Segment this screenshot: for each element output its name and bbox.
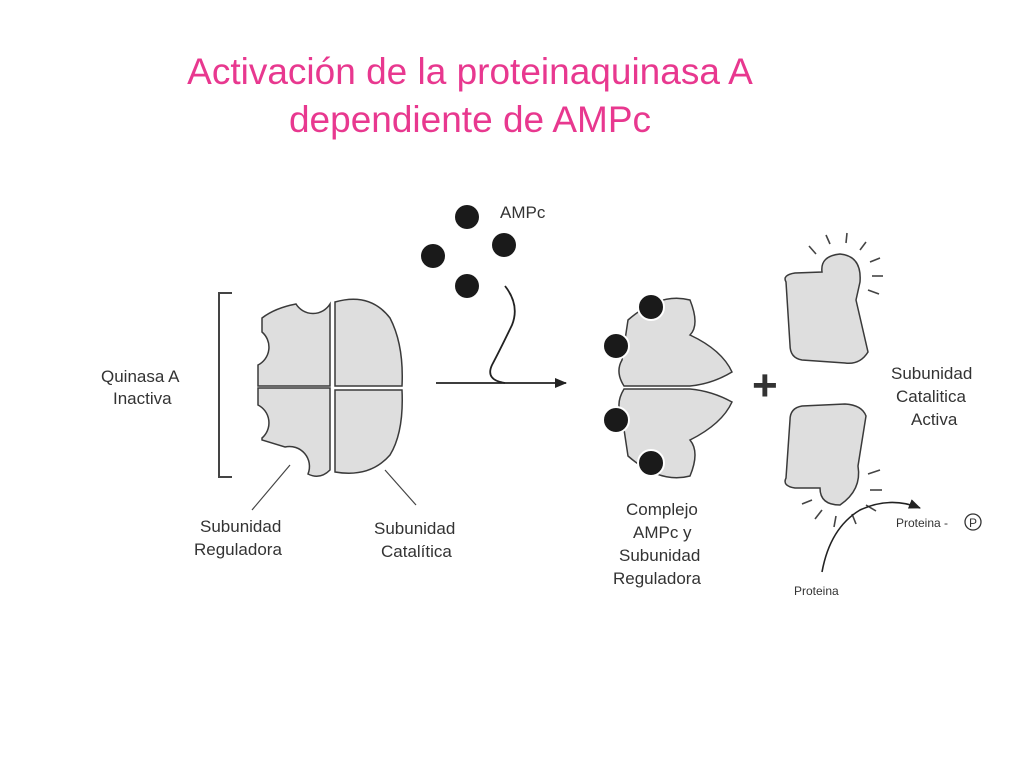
active-label-line-1: Subunidad [891, 364, 972, 383]
active-catalytic-subunit-top [784, 253, 869, 365]
catalytic-subunit-top [334, 298, 403, 387]
bound-camp-molecule [602, 406, 630, 434]
bound-camp-molecule [637, 449, 665, 477]
regulatory-label-line-2: Reguladora [194, 540, 282, 559]
catalytic-label-line-2: Catalítica [381, 542, 452, 561]
bound-camp-molecule [602, 332, 630, 360]
complex-regulatory-subunit-top [618, 297, 733, 387]
active-catalytic-subunits [784, 253, 869, 506]
complex-label-line-4: Reguladora [613, 569, 701, 588]
phosphate-symbol: P [969, 516, 977, 530]
regulatory-leader-line [251, 464, 291, 511]
camp-label: AMPc [500, 203, 546, 222]
catalytic-leader-line [384, 469, 417, 506]
camp-entry-curve [489, 285, 516, 384]
plus-sign: + [752, 361, 778, 410]
protein-label: Proteina [794, 584, 839, 598]
inactive-label-line-2: Inactiva [113, 389, 172, 408]
inactive-label-line-1: Quinasa A [101, 367, 180, 386]
inactive-bracket [218, 292, 232, 478]
active-catalytic-subunit-bottom [784, 403, 867, 506]
camp-molecule [421, 244, 445, 268]
complex-label-line-3: Subunidad [619, 546, 700, 565]
catalytic-label-line-1: Subunidad [374, 519, 455, 538]
free-camp-molecules [421, 205, 516, 298]
camp-molecule [455, 205, 479, 229]
title-line-1: Activación de la proteinaquinasa A [187, 51, 753, 92]
catalytic-subunit-bottom [334, 389, 403, 474]
camp-regulatory-complex [618, 297, 733, 479]
phosphorylation-arrow [821, 499, 921, 573]
bound-camp-molecule [637, 293, 665, 321]
bound-camp-molecules [602, 293, 665, 477]
active-label-line-2: Catalitica [896, 387, 966, 406]
complex-label-line-1: Complejo [626, 500, 698, 519]
camp-molecule [492, 233, 516, 257]
title-line-2: dependiente de AMPc [288, 99, 652, 140]
regulatory-subunit-bottom [257, 387, 331, 477]
active-label-line-3: Activa [911, 410, 958, 429]
inactive-pka-complex [257, 298, 403, 477]
complex-label-line-2: AMPc y [633, 523, 692, 542]
page-title: Activación de la proteinaquinasa A depen… [120, 48, 820, 144]
phospho-protein-label: Proteina - [896, 516, 948, 530]
regulatory-label-line-1: Subunidad [200, 517, 281, 536]
complex-regulatory-subunit-bottom [618, 388, 733, 479]
camp-molecule [455, 274, 479, 298]
regulatory-subunit-top [257, 301, 331, 387]
activity-rays-top [808, 232, 883, 295]
phosphate-badge: P [964, 513, 982, 531]
